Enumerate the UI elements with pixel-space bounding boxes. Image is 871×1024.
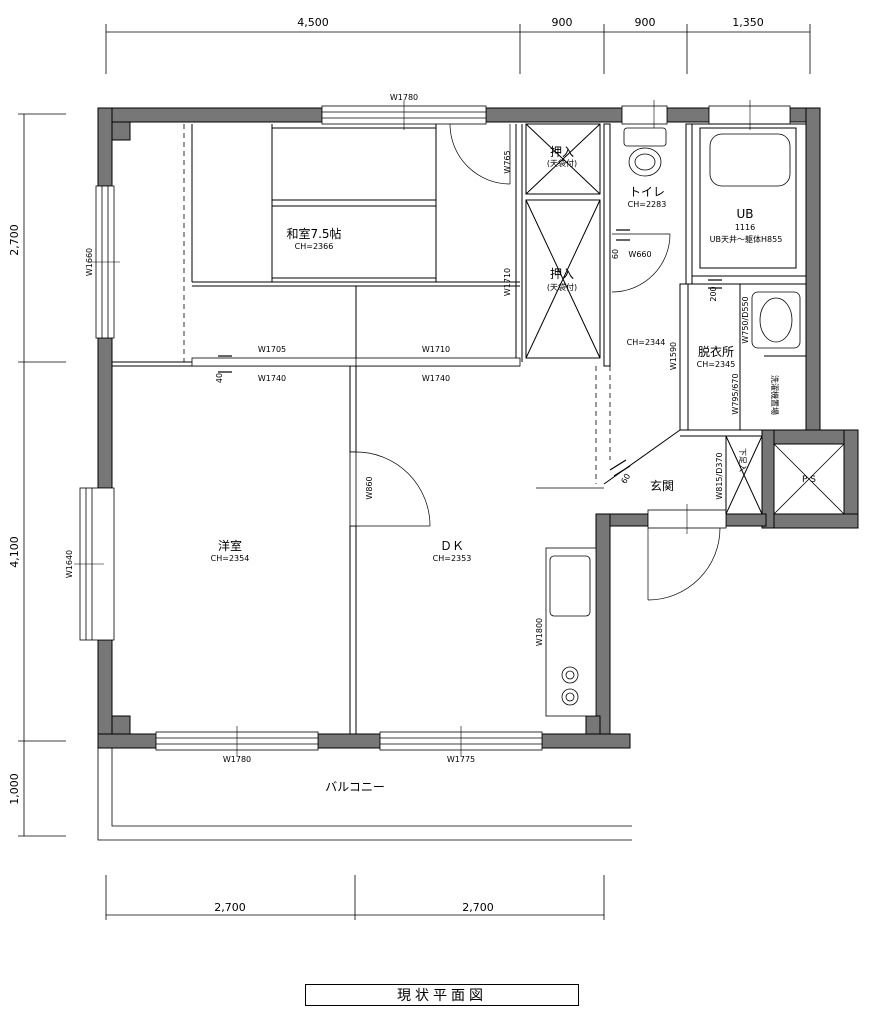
label-w1780-bottom: W1780 bbox=[223, 755, 251, 764]
balcony bbox=[97, 748, 632, 841]
dim-top-4: 1,350 bbox=[732, 16, 764, 29]
label-w660: W660 bbox=[628, 250, 651, 259]
label-w1590: W1590 bbox=[669, 342, 678, 370]
dim-top-2: 900 bbox=[552, 16, 573, 29]
dim-bottom-1: 2,700 bbox=[214, 901, 246, 914]
label-w860: W860 bbox=[365, 476, 374, 499]
dim-left-1: 2,700 bbox=[8, 224, 21, 256]
room-ub-note: UB天井～躯体H855 bbox=[710, 234, 783, 244]
label-w815: W815/D370 bbox=[715, 452, 724, 499]
shitabako-label: 下足入 bbox=[738, 448, 747, 472]
dim-top-3: 900 bbox=[635, 16, 656, 29]
label-w1775: W1775 bbox=[447, 755, 475, 764]
ps-label: P S bbox=[802, 475, 816, 485]
label-w1660: W1660 bbox=[85, 248, 94, 276]
sliding-doors bbox=[191, 357, 521, 527]
dim-left-2: 4,100 bbox=[8, 536, 21, 568]
label-w1710-v: W1710 bbox=[503, 268, 512, 296]
label-w765: W765 bbox=[503, 150, 512, 173]
label-w1800: W1800 bbox=[535, 618, 544, 646]
room-ub-name: UB bbox=[736, 207, 753, 221]
room-toilet-name: トイレ bbox=[629, 185, 665, 199]
hall-ch: CH=2344 bbox=[627, 338, 666, 347]
room-datsuijo-ch: CH=2345 bbox=[697, 360, 736, 369]
room-washitsu-name: 和室7.5帖 bbox=[286, 226, 341, 241]
dimension-top bbox=[105, 24, 811, 74]
label-200: 200 bbox=[709, 286, 718, 301]
label-w1780-top: W1780 bbox=[390, 93, 418, 102]
dashed-lines bbox=[183, 124, 611, 484]
dim-bottom-2: 2,700 bbox=[462, 901, 494, 914]
kitchen-counter bbox=[545, 547, 597, 717]
room-oshiire2-name: 押入 bbox=[550, 267, 574, 281]
label-60-a: 60 bbox=[611, 249, 620, 259]
room-oshiire1-name: 押入 bbox=[550, 145, 574, 159]
label-w1640: W1640 bbox=[65, 550, 74, 578]
room-oshiire1-sub: (天袋付) bbox=[547, 158, 577, 168]
dim-top-1: 4,500 bbox=[297, 16, 329, 29]
interior-walls bbox=[112, 123, 807, 735]
room-genkan-name: 玄関 bbox=[650, 478, 674, 493]
room-oshiire2-sub: (天袋付) bbox=[547, 282, 577, 292]
label-w1705: W1705 bbox=[258, 345, 286, 354]
room-ub-size: 1116 bbox=[735, 223, 755, 232]
label-w1740-a: W1740 bbox=[258, 374, 286, 383]
bathtub bbox=[709, 133, 791, 187]
label-w795: W795/670 bbox=[731, 373, 740, 414]
room-toilet-ch: CH=2283 bbox=[628, 200, 667, 209]
room-datsuijo-name: 脱衣所 bbox=[698, 344, 734, 359]
exterior-walls bbox=[97, 107, 859, 749]
label-w1710: W1710 bbox=[422, 345, 450, 354]
windows bbox=[79, 105, 791, 751]
room-dk-ch: CH=2353 bbox=[433, 554, 472, 563]
label-w750: W750/D550 bbox=[741, 296, 750, 343]
room-dk-name: ＤＫ bbox=[440, 539, 464, 553]
label-w1740-b: W1740 bbox=[422, 374, 450, 383]
hatch-marks bbox=[218, 229, 722, 477]
toilet-fixture bbox=[623, 127, 667, 177]
dimension-bottom bbox=[105, 875, 605, 920]
room-yoshitsu-name: 洋室 bbox=[218, 538, 242, 553]
laundry-label: 洗濯機置場 bbox=[770, 375, 780, 415]
dim-left-3: 1,000 bbox=[8, 773, 21, 805]
wash-basin bbox=[751, 291, 801, 349]
room-yoshitsu-ch: CH=2354 bbox=[211, 554, 250, 563]
drawing-title: 現状平面図 bbox=[305, 984, 579, 1006]
window-center-marks bbox=[74, 100, 751, 756]
ps-shaft bbox=[773, 443, 845, 515]
room-washitsu-ch: CH=2366 bbox=[295, 242, 334, 251]
dimension-left bbox=[18, 113, 66, 837]
door-swings bbox=[355, 123, 721, 601]
label-40: 40 bbox=[215, 373, 224, 383]
balcony-label: バルコニー bbox=[325, 780, 385, 794]
label-60-b: 60 bbox=[619, 472, 632, 485]
